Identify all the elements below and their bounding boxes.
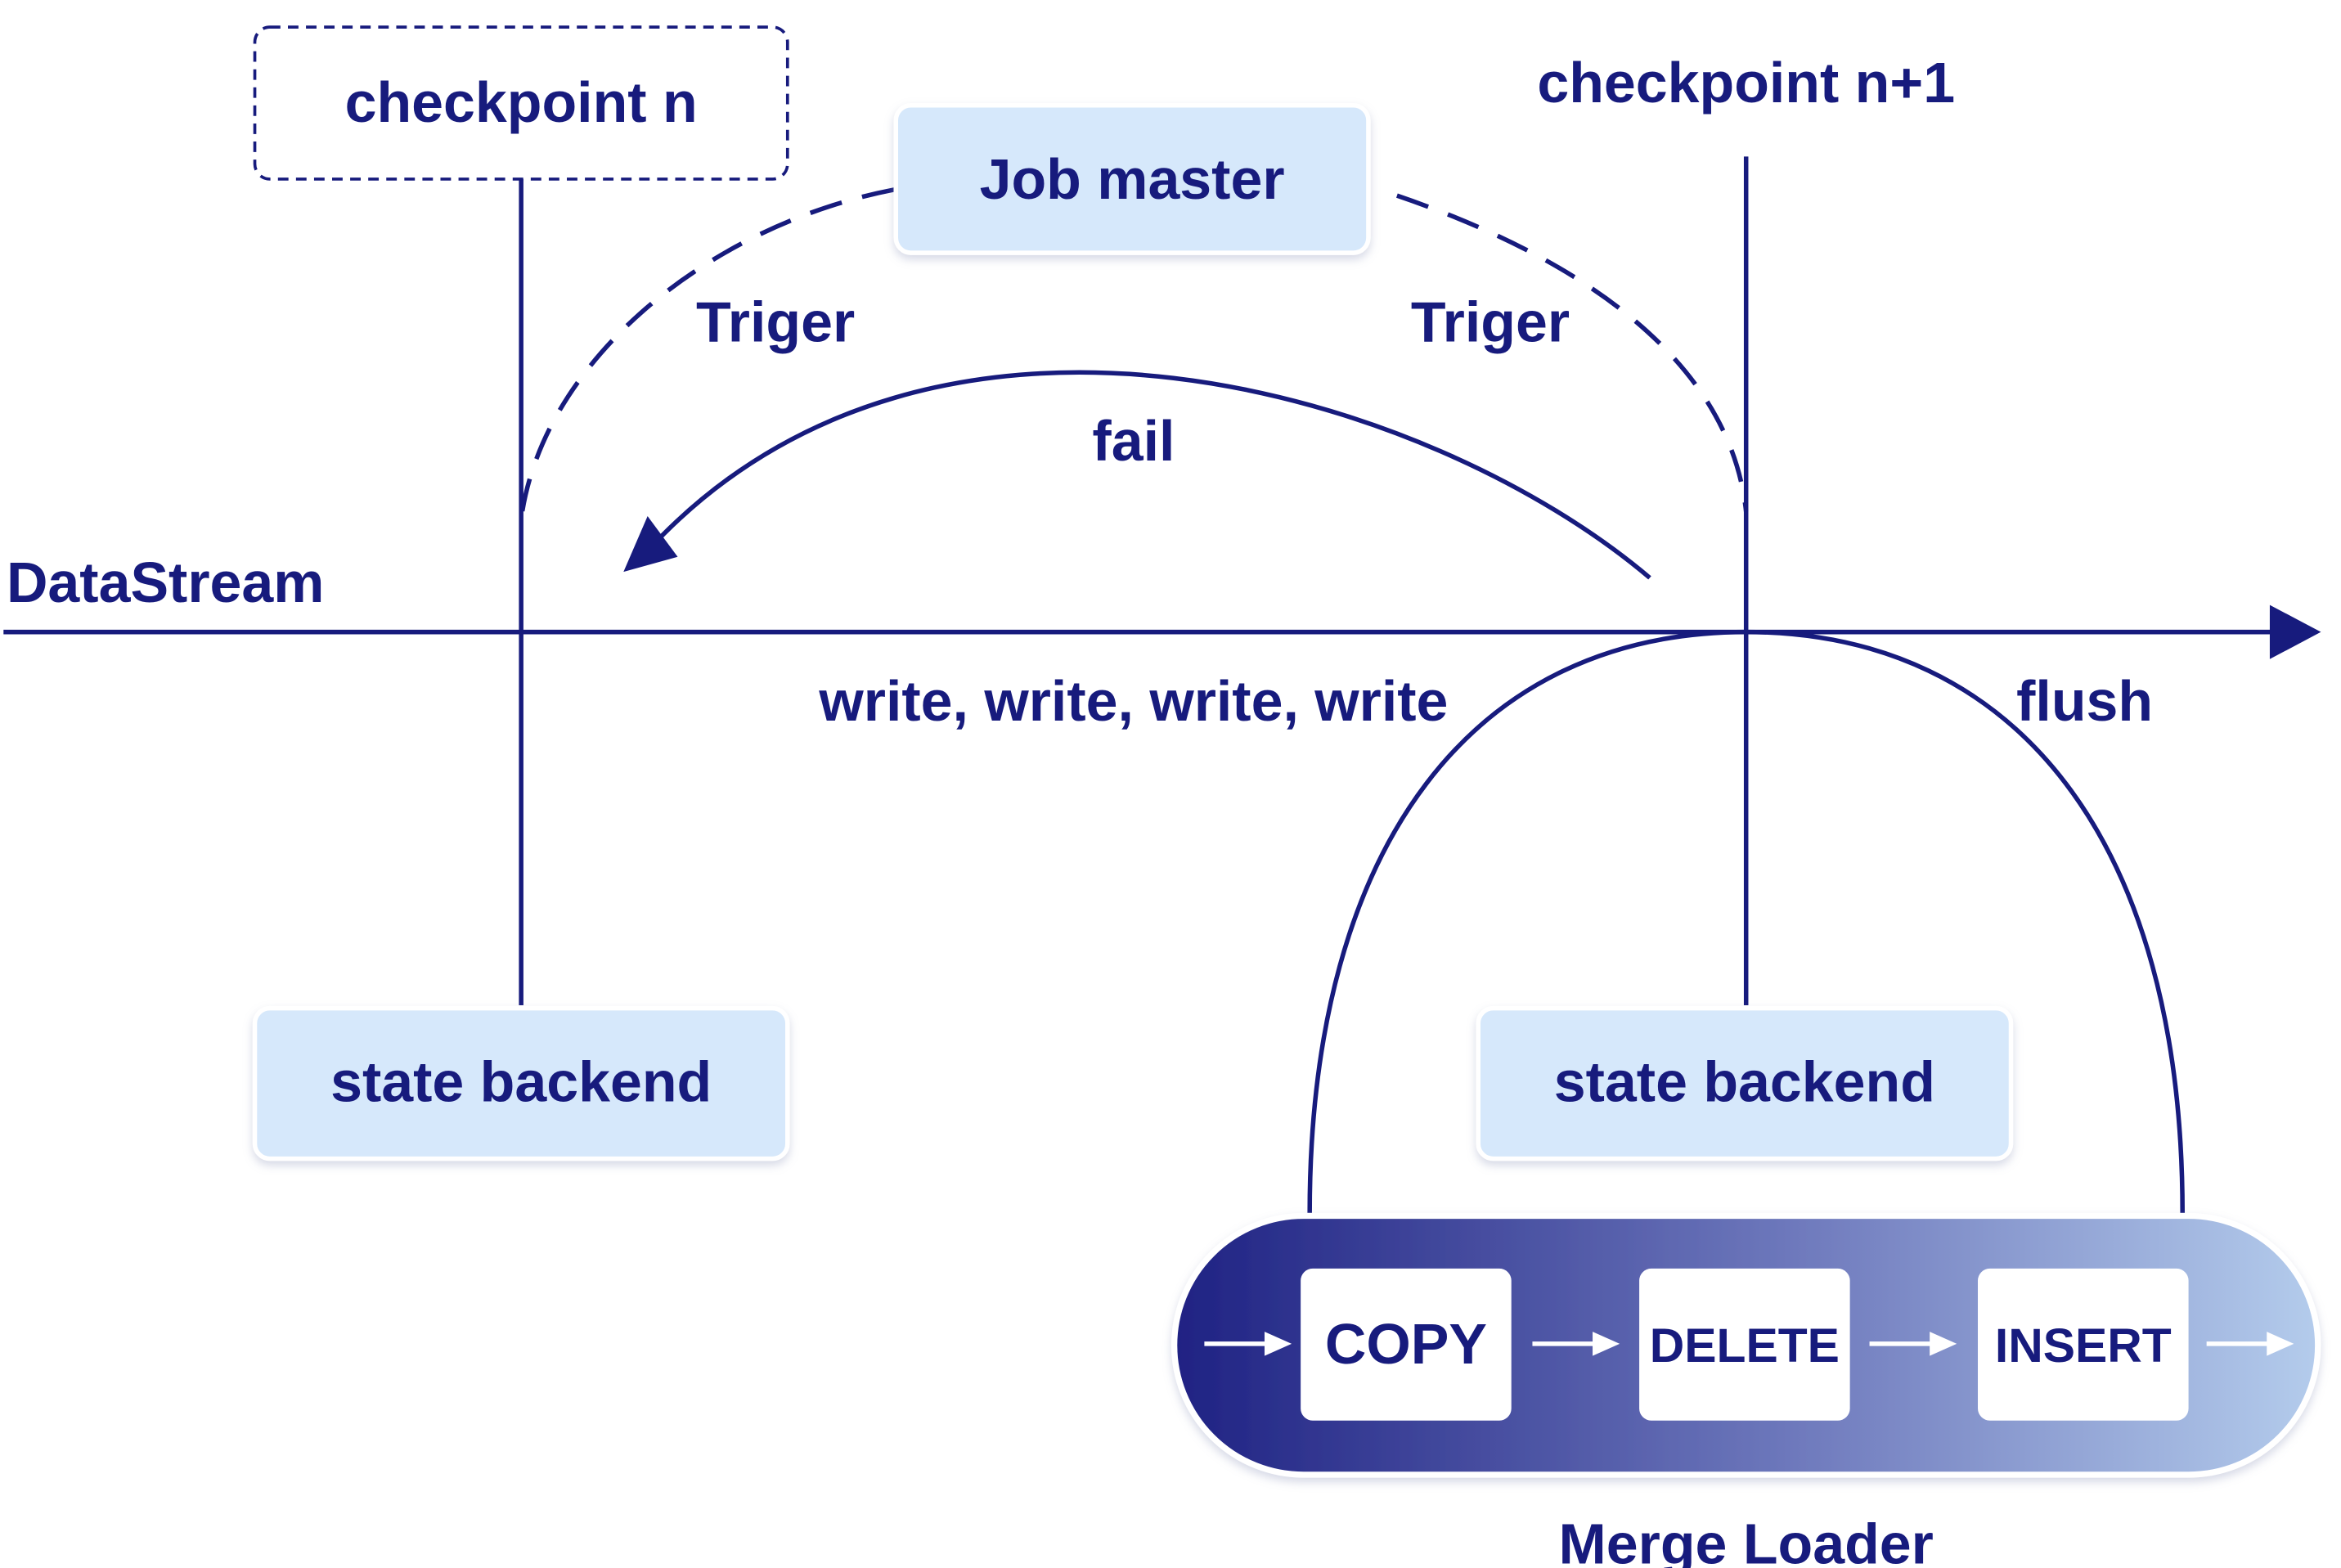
- step-insert-box: [1978, 1268, 2189, 1421]
- checkpoint-n-label: checkpoint n: [345, 70, 698, 134]
- flow-arrow-2: [1532, 1332, 1620, 1356]
- state-backend-left-box: [252, 1005, 790, 1161]
- checkpoint-n1-label: checkpoint n+1: [1537, 51, 1955, 115]
- flush-arch: [1307, 629, 2185, 1213]
- fail-arrow-arc: [645, 370, 1651, 580]
- flow-arrow-4: [2206, 1332, 2294, 1356]
- triger-left-label: Triger: [696, 290, 855, 354]
- merge-loader: COPY DELETE INSERT: [1170, 1212, 2321, 1478]
- step-copy-box: [1301, 1268, 1512, 1421]
- flush-label: flush: [2016, 669, 2153, 733]
- trigger-arc-right: [1395, 193, 1749, 512]
- step-insert-label: INSERT: [1995, 1319, 2172, 1373]
- fail-arrowhead: [623, 516, 678, 573]
- step-copy-label: COPY: [1325, 1312, 1487, 1376]
- step-delete-box: [1639, 1268, 1850, 1421]
- merge-loader-label: Merge Loader: [1559, 1512, 1934, 1568]
- datastream-label: DataStream: [7, 550, 324, 614]
- datastream-arrowhead: [2269, 604, 2321, 659]
- state-backend-right-label: state backend: [1554, 1050, 1935, 1114]
- job-master-label: Job master: [980, 147, 1285, 211]
- flow-arrow-3: [1869, 1332, 1957, 1356]
- triger-right-label: Triger: [1411, 290, 1570, 354]
- job-master-box: [893, 103, 1371, 255]
- step-delete-label: DELETE: [1650, 1319, 1840, 1373]
- state-backend-right-box: [1476, 1005, 2014, 1161]
- fail-label: fail: [1092, 409, 1175, 473]
- state-backend-left-label: state backend: [330, 1050, 712, 1114]
- writes-label: write, write, write, write: [818, 669, 1448, 733]
- trigger-arc-left: [519, 187, 895, 520]
- checkpoint-n-box: [253, 25, 789, 181]
- flow-arrow-1: [1204, 1332, 1292, 1356]
